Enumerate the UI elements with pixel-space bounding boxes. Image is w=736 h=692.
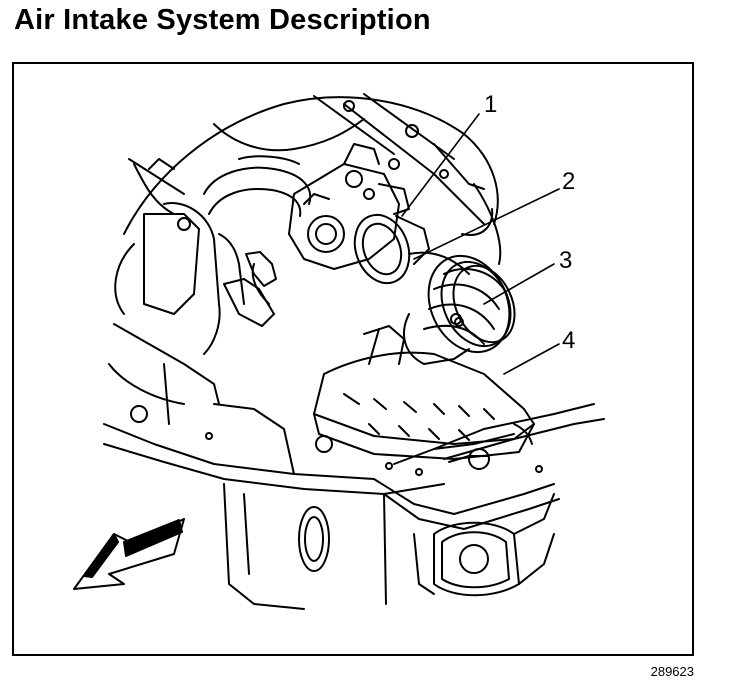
callout-1: 1: [484, 91, 497, 118]
lower-panel: [223, 483, 555, 610]
illustration-frame: 1 2 3 4: [12, 62, 694, 656]
callout-3: 3: [559, 247, 572, 274]
radiator-support: [103, 403, 605, 530]
engine-block-outline: [114, 93, 502, 315]
callout-4: 4: [562, 327, 575, 354]
page-title: Air Intake System Description: [14, 4, 431, 36]
throttle-body: [288, 143, 410, 270]
engine-illustration: 1 2 3 4: [73, 91, 605, 610]
hose-assembly-left: [108, 155, 312, 425]
intake-duct: [353, 213, 516, 365]
figure-number: 289623: [650, 664, 694, 679]
callout-leaders: [401, 113, 560, 375]
arrow-front-icon: [73, 518, 185, 590]
callout-2: 2: [562, 168, 575, 195]
